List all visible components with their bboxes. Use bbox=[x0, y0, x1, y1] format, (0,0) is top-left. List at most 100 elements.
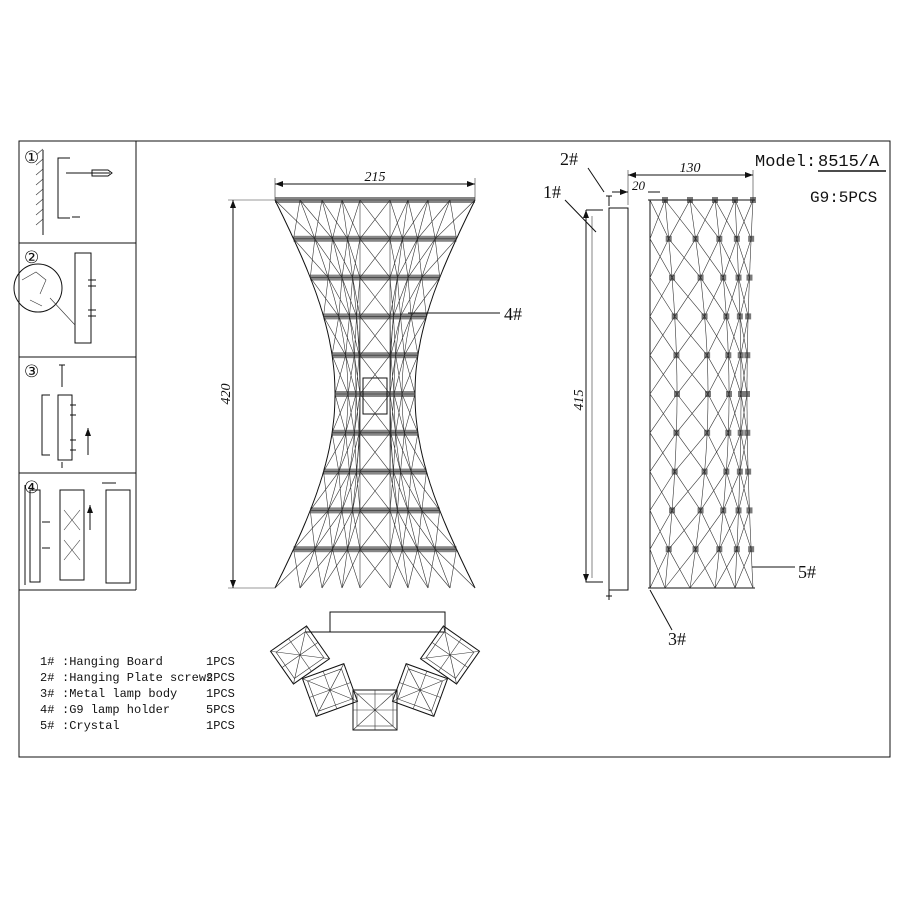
crystal-band bbox=[408, 274, 422, 281]
crystal-band bbox=[402, 235, 418, 242]
crystal-band bbox=[332, 429, 346, 436]
crystal-band bbox=[394, 391, 402, 397]
crystal-band bbox=[275, 197, 300, 203]
crystal-band bbox=[356, 391, 360, 397]
lattice-cross-brace bbox=[649, 471, 675, 511]
crystal-band bbox=[293, 235, 315, 242]
crystal-band bbox=[360, 313, 390, 320]
crystal-band bbox=[341, 274, 353, 281]
detail-leader-line bbox=[49, 297, 76, 326]
lattice-cross-brace bbox=[421, 510, 457, 550]
lattice-cross-brace bbox=[649, 393, 678, 433]
crystal-box bbox=[419, 625, 481, 685]
lattice-cross-brace bbox=[359, 510, 391, 550]
dimension-side-height: 415 bbox=[572, 210, 589, 582]
crystal-band bbox=[359, 429, 360, 436]
lattice-cross-brace bbox=[434, 199, 476, 240]
crystal-box-inner-outline bbox=[397, 668, 443, 712]
lattice-cross-brace bbox=[734, 199, 754, 239]
step-2-illustration bbox=[13, 252, 96, 344]
crystal-band bbox=[435, 546, 457, 553]
lattice-cross-brace bbox=[734, 549, 754, 589]
lattice-cross-brace bbox=[310, 277, 340, 317]
lamp-holders bbox=[42, 521, 50, 549]
crystal-band bbox=[402, 546, 418, 553]
step-3-illustration bbox=[41, 364, 91, 468]
lattice-cross-brace bbox=[704, 316, 729, 356]
step-1-illustration bbox=[35, 148, 113, 235]
crystal-band bbox=[390, 274, 398, 281]
lattice-cross-brace bbox=[738, 277, 750, 317]
wiring-detail-circle bbox=[13, 263, 63, 313]
lattice-cross-brace bbox=[700, 471, 727, 511]
crystal-band bbox=[397, 274, 409, 281]
lattice-cross-brace bbox=[274, 199, 316, 240]
dimension-value: 415 bbox=[572, 390, 587, 411]
lattice-cross-brace bbox=[293, 238, 329, 278]
crystal-node bbox=[746, 507, 753, 514]
crystal-box-inner-outline bbox=[275, 631, 325, 679]
lattice-cross-brace bbox=[359, 548, 391, 589]
lattice-cross-brace bbox=[323, 316, 346, 356]
crystal-node bbox=[744, 391, 750, 397]
lattice-cross-brace bbox=[293, 510, 329, 550]
screw-icon bbox=[606, 195, 612, 600]
crystal-box bbox=[391, 663, 449, 717]
dimension-value: 20 bbox=[632, 178, 646, 193]
crystal-band bbox=[356, 313, 360, 320]
lattice-cross-brace bbox=[390, 316, 401, 356]
lattice-cross-brace bbox=[740, 355, 748, 395]
lattice-cross-brace bbox=[407, 238, 436, 278]
crystal-band bbox=[390, 235, 403, 242]
crystal-band bbox=[411, 468, 427, 475]
crystal-band bbox=[360, 352, 390, 359]
lattice-cross-brace bbox=[359, 199, 391, 239]
front-view bbox=[274, 197, 476, 589]
lattice-cross-brace bbox=[400, 471, 423, 511]
lattice-cross-brace bbox=[274, 548, 316, 589]
crystal-band bbox=[404, 352, 418, 359]
callout-3-leader bbox=[649, 589, 673, 631]
lattice-cross-brace bbox=[393, 471, 409, 511]
crystal-band bbox=[352, 507, 360, 514]
callout-2-leader bbox=[587, 167, 605, 193]
lattice-cross-brace bbox=[421, 238, 457, 278]
step-3-number: ③ bbox=[24, 362, 39, 381]
wire-connector bbox=[21, 271, 47, 307]
drawing-frame bbox=[18, 140, 891, 758]
lattice-cross-brace bbox=[736, 238, 752, 278]
crystal-box-inner-outline bbox=[356, 693, 394, 727]
lattice-cross-brace bbox=[310, 471, 340, 511]
callout-1-leader bbox=[564, 199, 597, 233]
lattice-cross-brace bbox=[359, 432, 391, 472]
lattice-cross-brace bbox=[706, 355, 730, 395]
dimension-value: 215 bbox=[365, 170, 386, 185]
lattice-cross-brace bbox=[404, 316, 427, 356]
lattice-cross-brace bbox=[649, 355, 678, 395]
lattice-cross-brace bbox=[323, 432, 346, 472]
lattice-cross-brace bbox=[404, 432, 427, 472]
crystal-node bbox=[748, 546, 755, 553]
crystal-band bbox=[390, 429, 396, 436]
lattice-cross-brace bbox=[649, 238, 673, 278]
crystal-band bbox=[411, 313, 427, 320]
callout-2: 2# bbox=[560, 149, 578, 169]
lattice-cross-brace bbox=[400, 277, 423, 317]
crystal-band bbox=[310, 274, 329, 281]
callout-3: 3# bbox=[668, 629, 686, 649]
crystal-band bbox=[421, 507, 440, 514]
lattice-cross-brace bbox=[649, 277, 675, 317]
crystal-band bbox=[356, 468, 360, 475]
lattice-cross-brace bbox=[321, 199, 348, 239]
part-quantity: 1PCS bbox=[206, 719, 235, 733]
part-quantity: 1PCS bbox=[206, 655, 235, 669]
lattice-cross-brace bbox=[649, 432, 677, 472]
crystal-band bbox=[408, 507, 422, 514]
crystal-node bbox=[744, 352, 751, 359]
lamp-holders bbox=[70, 404, 76, 451]
side-view bbox=[585, 195, 756, 600]
dimension-value: 420 bbox=[219, 384, 234, 405]
crystal-band bbox=[395, 352, 405, 359]
hanging-board bbox=[29, 489, 41, 583]
lattice-cross-brace bbox=[314, 510, 343, 550]
